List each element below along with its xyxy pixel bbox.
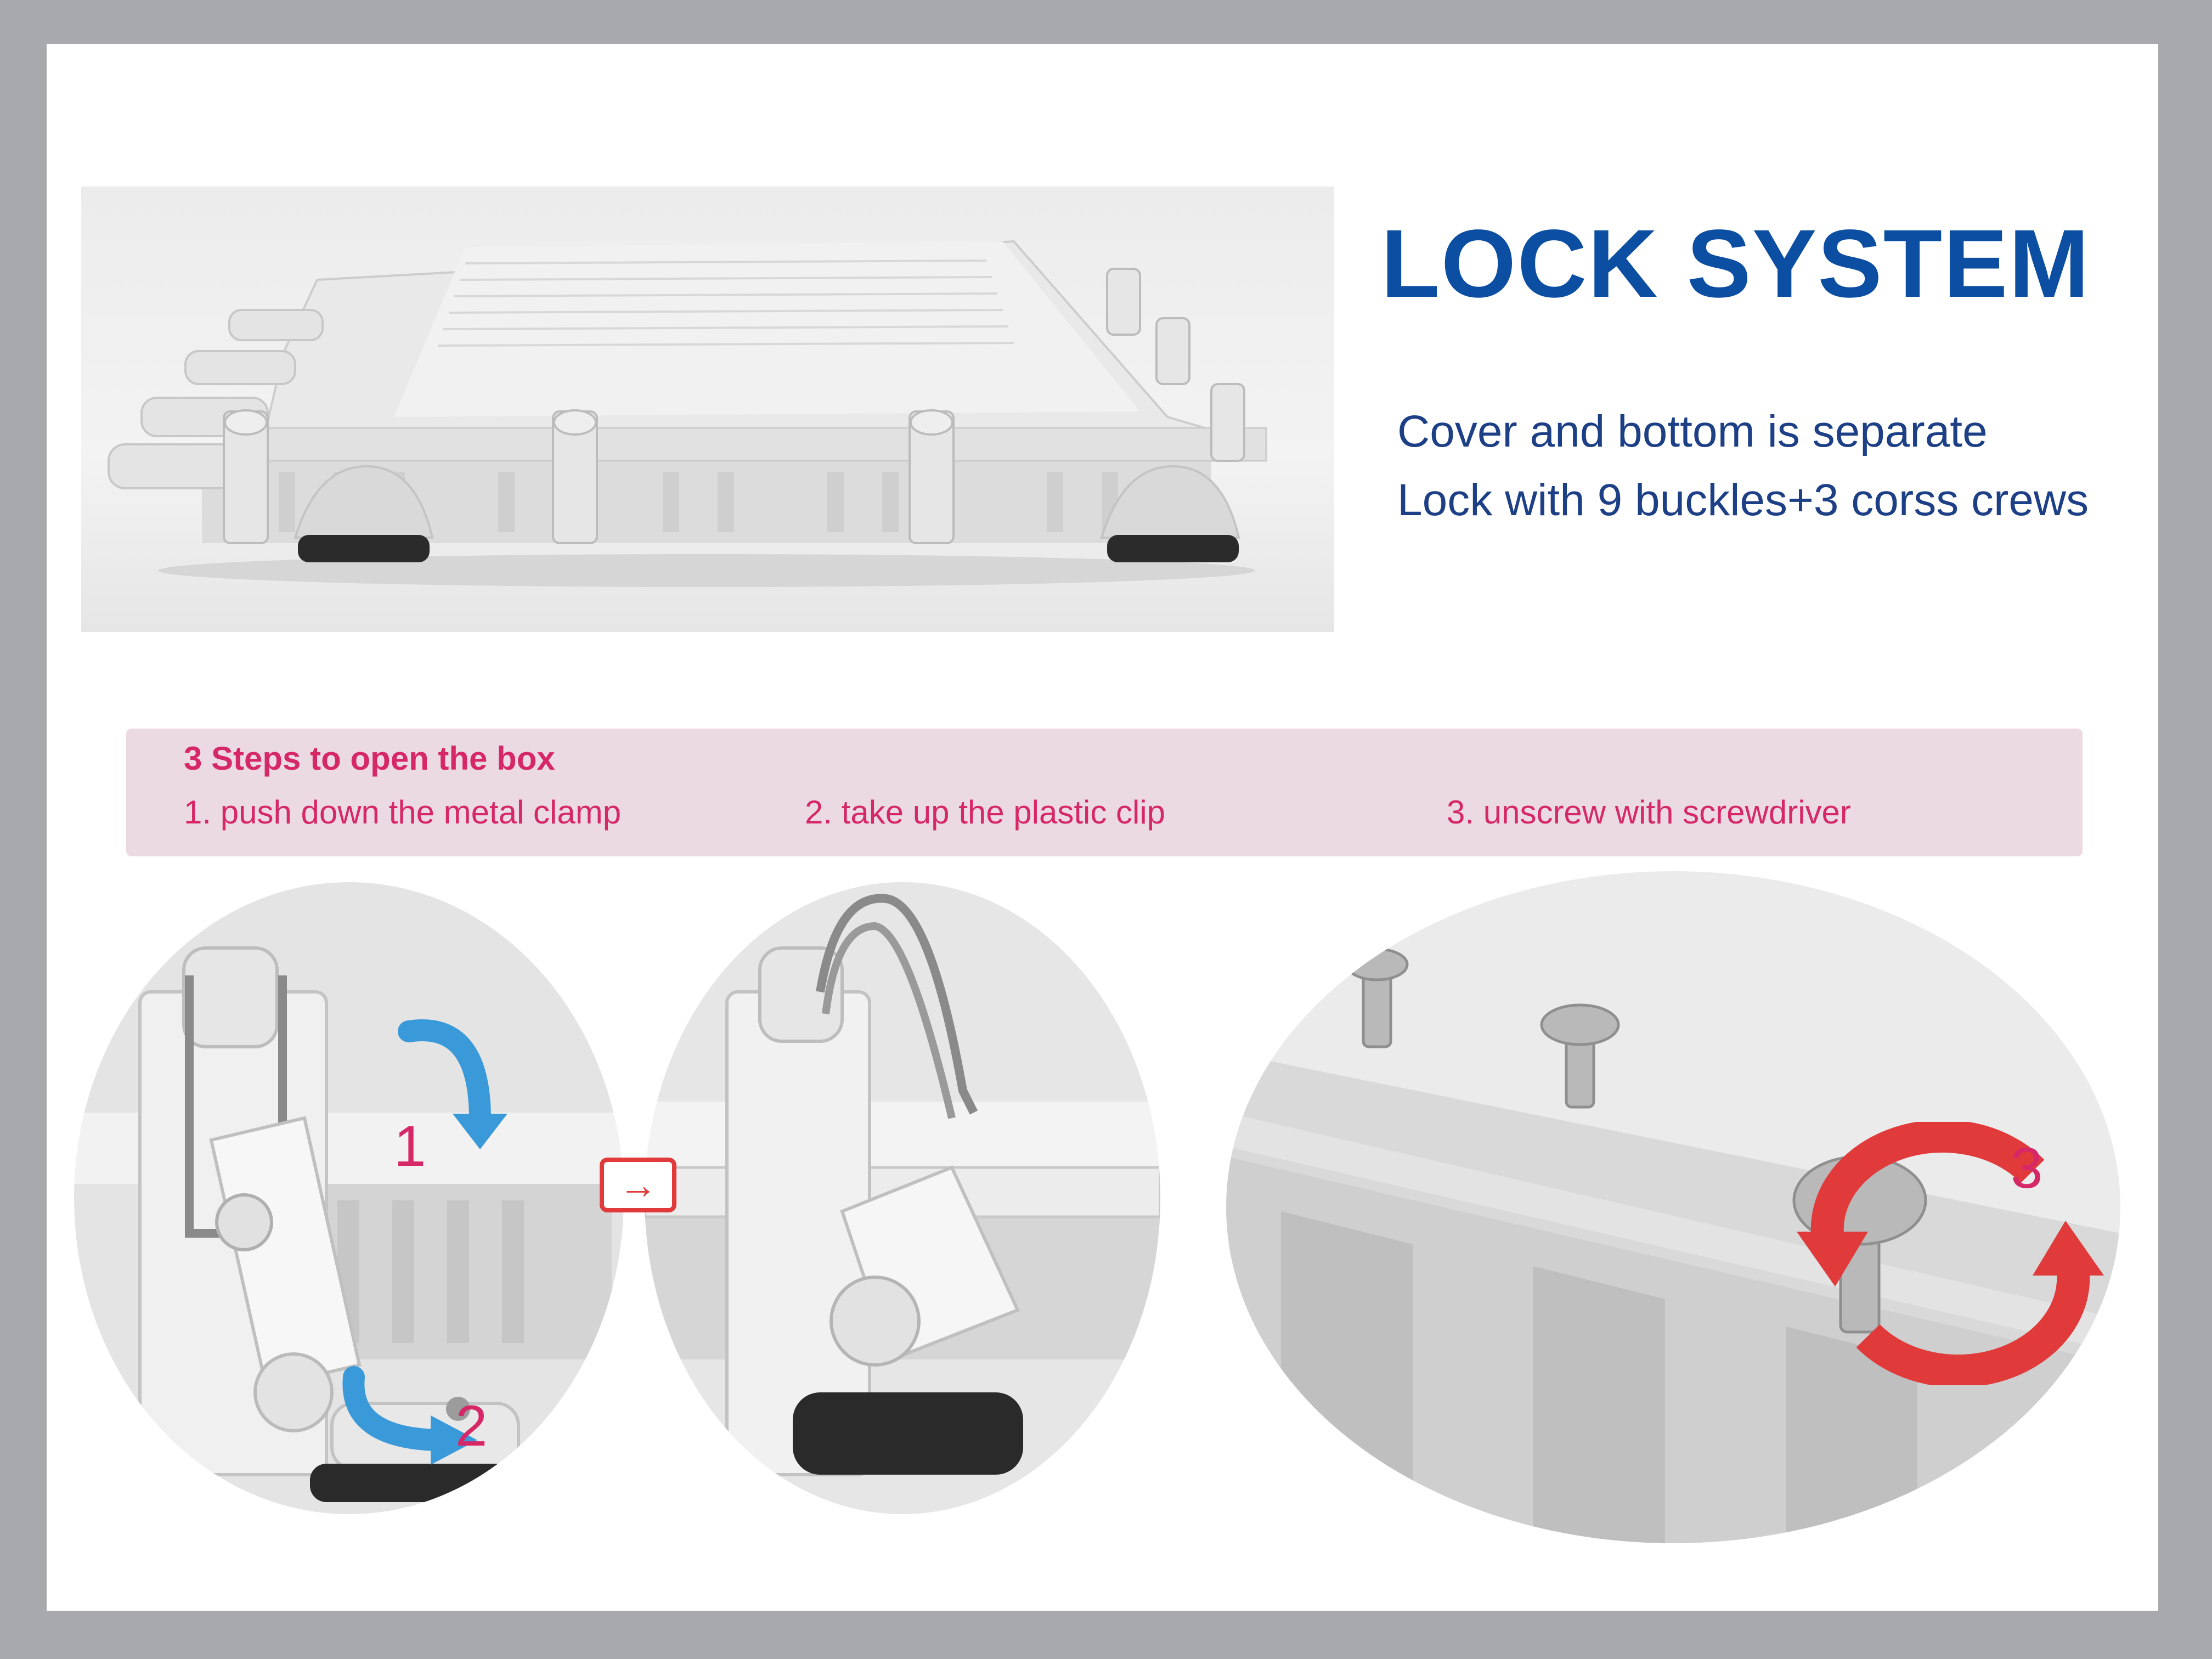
product-sheet: LOCK SYSTEM Cover and bottom is separate… (47, 44, 2158, 1611)
marker-1: 1 (394, 1114, 426, 1178)
curved-right-arrow-icon (342, 1366, 477, 1465)
step-2-text: 2. take up the plastic clip (805, 794, 1166, 831)
step-2-photo (645, 882, 1160, 1514)
rotate-arrows-icon (1797, 1122, 2104, 1385)
step-1-photo (74, 882, 624, 1514)
step-3-text: 3. unscrew with screwdriver (1447, 794, 1851, 831)
steps-panel: 3 Steps to open the box 1. push down the… (126, 729, 2083, 856)
description-line-1: Cover and bottom is separate (1397, 407, 1988, 456)
description-line-2: Lock with 9 buckles+3 corss crews (1397, 475, 2089, 525)
page-title: LOCK SYSTEM (1381, 210, 2091, 318)
curved-down-arrow-icon (398, 1019, 507, 1149)
step-1-text: 1. push down the metal clamp (184, 794, 622, 831)
marker-2: 2 (455, 1394, 488, 1458)
step-3-photo (1226, 871, 2120, 1543)
enclosure-photo (81, 187, 1334, 632)
right-arrow-icon: → (600, 1158, 676, 1212)
marker-3: 3 (2011, 1136, 2043, 1200)
steps-heading: 3 Steps to open the box (184, 740, 555, 777)
